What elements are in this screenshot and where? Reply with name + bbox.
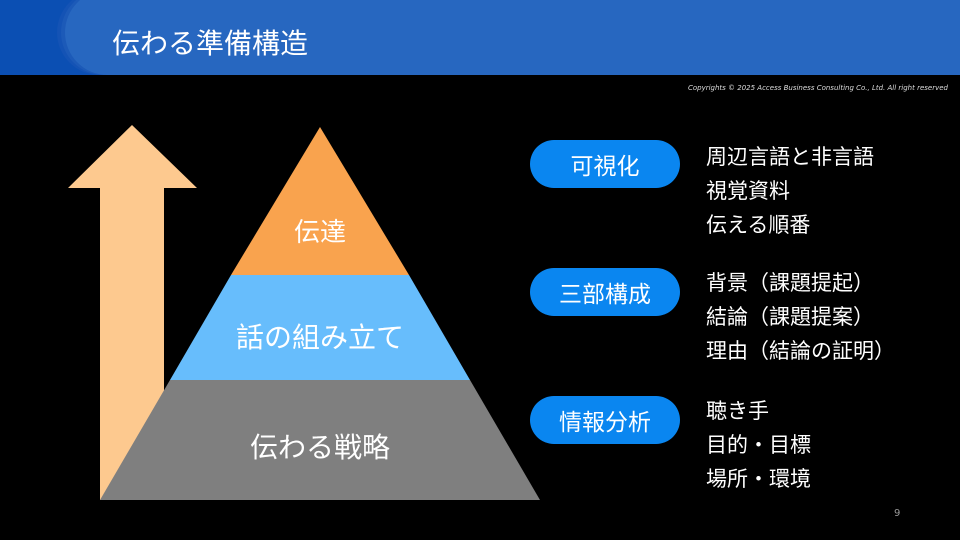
pyramid-bottom: [100, 380, 540, 500]
list-item: 背景（課題提起）: [706, 271, 874, 295]
list-item: 伝える順番: [706, 213, 811, 237]
list-item: 目的・目標: [706, 433, 811, 457]
page-number: 9: [894, 508, 901, 519]
list-item: 理由（結論の証明）: [706, 339, 895, 363]
pill-visualization: 可視化: [530, 140, 680, 188]
list-visualization: 周辺言語と非言語視覚資料伝える順番: [706, 140, 874, 242]
list-item: 結論（課題提案）: [706, 305, 874, 329]
list-item: 聴き手: [706, 399, 769, 423]
pyramid-label-middle: 話の組み立て: [235, 321, 404, 354]
pyramid-middle: [170, 275, 470, 380]
slide-title: 伝わる準備構造: [112, 27, 309, 60]
list-item: 場所・環境: [706, 467, 811, 491]
pyramid-label-bottom: 伝わる戦略: [249, 431, 390, 464]
list-three-part: 背景（課題提起） 結論（課題提案） 理由（結論の証明）: [706, 266, 895, 368]
pill-analysis: 情報分析: [530, 396, 680, 444]
list-analysis: 聴き手目的・目標場所・環境: [706, 394, 811, 496]
up-arrow: [68, 125, 197, 500]
list-item: 周辺言語と非言語: [706, 145, 874, 169]
header-bar: 伝わる準備構造: [0, 0, 960, 75]
list-item: 視覚資料: [706, 179, 790, 203]
pyramid-top: [231, 127, 409, 275]
copyright: Copyrights © 2025 Access Business Consul…: [687, 84, 948, 92]
pyramid-label-top: 伝達: [293, 218, 346, 248]
pill-three-part: 三部構成: [530, 268, 680, 316]
